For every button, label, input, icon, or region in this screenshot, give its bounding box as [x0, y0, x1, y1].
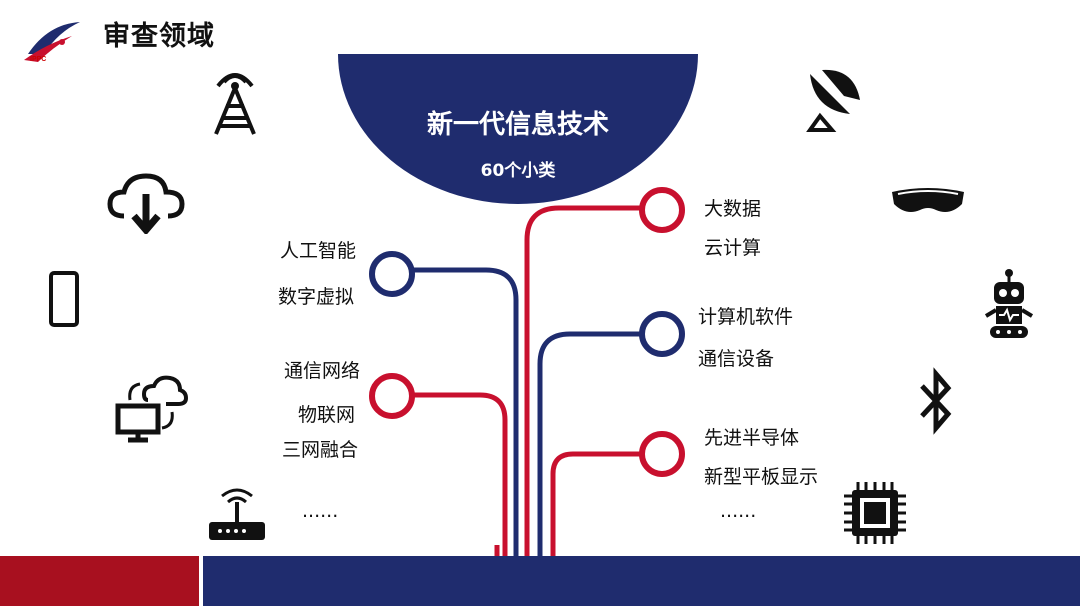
cloud-computer-sync-icon: [115, 375, 188, 443]
label-software: 计算机软件: [698, 306, 794, 328]
bluetooth-icon: [920, 367, 952, 435]
footer-bar-red: [0, 556, 199, 606]
label-semiconductor: 先进半导体: [704, 427, 800, 449]
logo-text: IPPC: [30, 56, 47, 63]
label-flat-display: 新型平板显示: [704, 466, 819, 488]
wifi-router-icon: [209, 488, 265, 540]
node-ai: [369, 251, 415, 297]
footer-bar-blue: [203, 556, 1080, 606]
label-ai: 人工智能: [280, 240, 357, 262]
vr-goggles-icon: [892, 188, 964, 212]
page-title: 审查领域: [103, 21, 215, 52]
label-comm-network: 通信网络: [284, 360, 361, 382]
robot-icon: [984, 269, 1034, 338]
label-triple-network: 三网融合: [282, 439, 359, 461]
node-bigdata: [639, 187, 685, 233]
center-subtitle: 60个小类: [480, 161, 556, 181]
label-iot: 物联网: [298, 404, 356, 426]
cloud-download-icon: [107, 173, 185, 234]
signal-tower-icon: [214, 73, 256, 135]
center-title: 新一代信息技术: [426, 110, 609, 140]
label-digital-virtual: 数字虚拟: [278, 286, 355, 308]
satellite-dish-icon: [806, 69, 860, 132]
right-more: ......: [720, 500, 757, 522]
node-software: [639, 311, 685, 357]
ippc-logo: [24, 22, 80, 62]
node-semiconductor: [639, 431, 685, 477]
node-network: [369, 373, 415, 419]
smartphone-icon: [49, 271, 79, 327]
label-comm-equipment: 通信设备: [698, 348, 775, 370]
cpu-chip-icon: [844, 482, 906, 544]
left-more: ......: [302, 500, 339, 522]
label-cloud: 云计算: [704, 237, 762, 259]
label-bigdata: 大数据: [704, 198, 762, 220]
